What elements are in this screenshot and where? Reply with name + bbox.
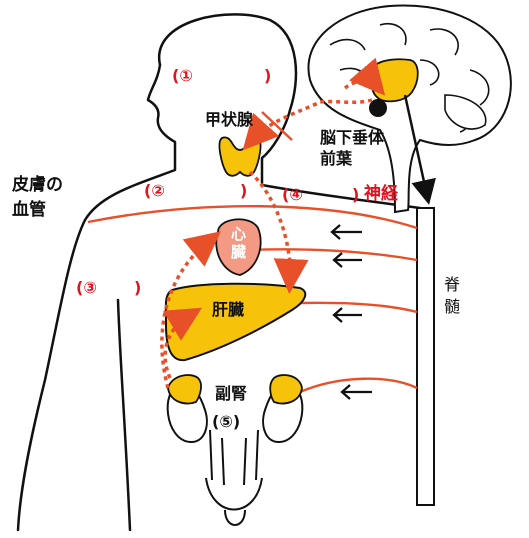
thyroid-label: 甲状腺 — [205, 110, 254, 129]
spinal-cord — [416, 207, 435, 506]
thyroid-gland — [218, 136, 262, 177]
blank-1-close: ) — [264, 66, 272, 85]
heart-label: 心 臓 — [231, 225, 247, 261]
blank-3-open: (③ — [76, 278, 97, 297]
blank-5: (⑤) — [212, 412, 241, 431]
blank-2-close: ) — [240, 181, 248, 200]
adrenal-left — [167, 374, 202, 405]
pituitary-label: 脳下垂体 前葉 — [320, 128, 385, 168]
blank-2-open: (② — [144, 181, 165, 200]
nerves — [87, 111, 418, 394]
blank-1-open: (① — [172, 66, 193, 85]
blank-4-open: (④ — [282, 185, 303, 204]
brain — [307, 4, 512, 214]
adrenal-label: 副腎 — [215, 384, 248, 403]
brain-to-spine-arrow — [403, 94, 436, 205]
kidneys — [166, 383, 304, 526]
spinal-cord-label: 脊髄 — [441, 276, 460, 320]
skin-vessel-label: 皮膚の 血管 — [12, 175, 63, 220]
blank-3-close: ) — [134, 278, 142, 297]
liver-label: 肝臓 — [212, 300, 245, 319]
nerve-label: 神経 — [364, 184, 398, 204]
liver — [164, 282, 307, 362]
body-outline — [16, 13, 422, 532]
adrenal-right — [269, 374, 303, 405]
hypothalamus-dot — [369, 99, 387, 117]
nerve-direction-arrows — [330, 224, 372, 400]
hormone-pathways — [160, 57, 386, 389]
blank-4-close: ) — [352, 185, 360, 204]
